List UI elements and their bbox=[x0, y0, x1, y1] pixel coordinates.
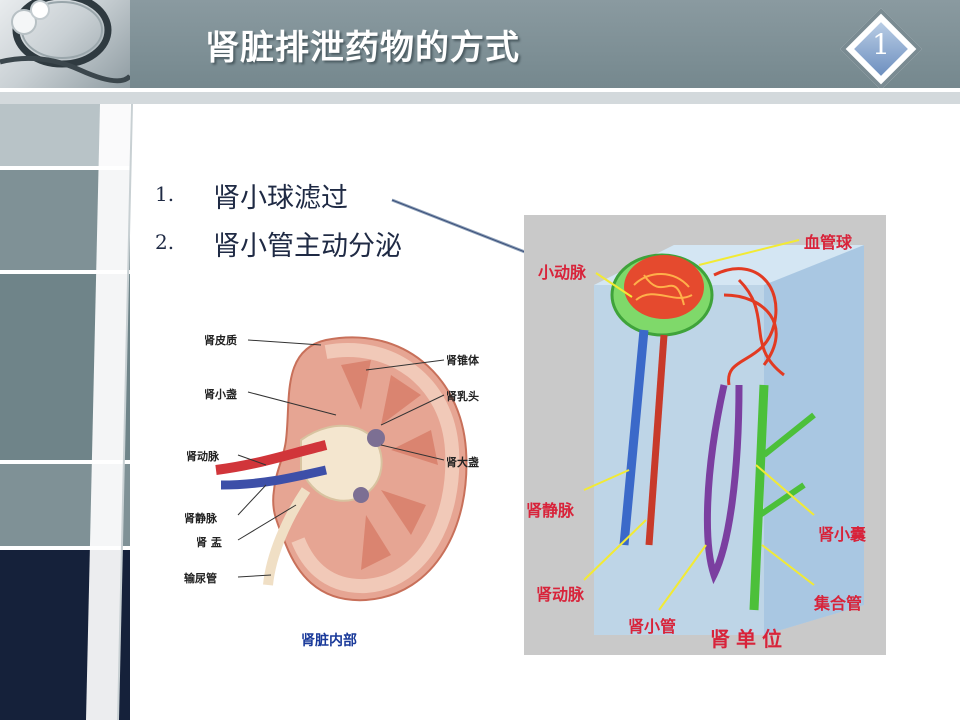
nephron-label-renal-artery: 肾动脉 bbox=[536, 585, 585, 604]
bullet-number: 2. bbox=[155, 230, 175, 254]
slide-title: 肾脏排泄药物的方式 bbox=[205, 28, 520, 68]
kidney-label-major-calyx: 肾大盏 bbox=[446, 456, 479, 469]
page-number: 1 bbox=[872, 28, 890, 61]
stethoscope-photo bbox=[0, 0, 130, 88]
kidney-label-renal-vein: 肾静脉 bbox=[184, 512, 217, 525]
kidney-label-pyramid: 肾锥体 bbox=[446, 354, 479, 367]
banner-divider bbox=[0, 88, 960, 92]
nephron-label-glomerulus: 血管球 bbox=[804, 233, 853, 252]
kidney-label-minor-calyx: 肾小盏 bbox=[204, 388, 237, 401]
nephron-figure: 血管球 小动脉 肾静脉 肾小囊 肾动脉 集合管 肾小管 肾单位 bbox=[524, 215, 886, 655]
bullet-text: 肾小管主动分泌 bbox=[213, 231, 402, 262]
bullet-number: 1. bbox=[155, 182, 175, 206]
bullet-text: 肾小球滤过 bbox=[213, 183, 348, 214]
nephron-caption: 肾单位 bbox=[710, 627, 788, 651]
nephron-label-collecting-duct: 集合管 bbox=[814, 594, 863, 613]
nephron-illustration bbox=[583, 239, 864, 635]
title-banner bbox=[0, 0, 960, 88]
nephron-label-arteriole: 小动脉 bbox=[538, 263, 587, 282]
kidney-label-ureter: 输尿管 bbox=[184, 572, 217, 585]
nephron-label-bowman-capsule: 肾小囊 bbox=[818, 525, 867, 544]
banner-stripe bbox=[0, 92, 960, 104]
kidney-label-papilla: 肾乳头 bbox=[446, 390, 479, 403]
kidney-illustration bbox=[215, 336, 468, 602]
kidney-caption: 肾脏内部 bbox=[301, 633, 357, 649]
nephron-label-renal-vein: 肾静脉 bbox=[526, 501, 575, 520]
nephron-label-tubule: 肾小管 bbox=[628, 617, 677, 636]
kidney-cross-section-figure: 肾皮质 肾锥体 肾小盏 肾乳头 肾动脉 肾大盏 肾静脉 肾 盂 输尿管 肾脏内部 bbox=[176, 320, 506, 660]
kidney-label-cortex: 肾皮质 bbox=[204, 334, 237, 347]
kidney-label-renal-artery: 肾动脉 bbox=[186, 450, 219, 463]
left-decor-column bbox=[0, 104, 130, 720]
kidney-label-pelvis: 肾 盂 bbox=[196, 536, 222, 549]
